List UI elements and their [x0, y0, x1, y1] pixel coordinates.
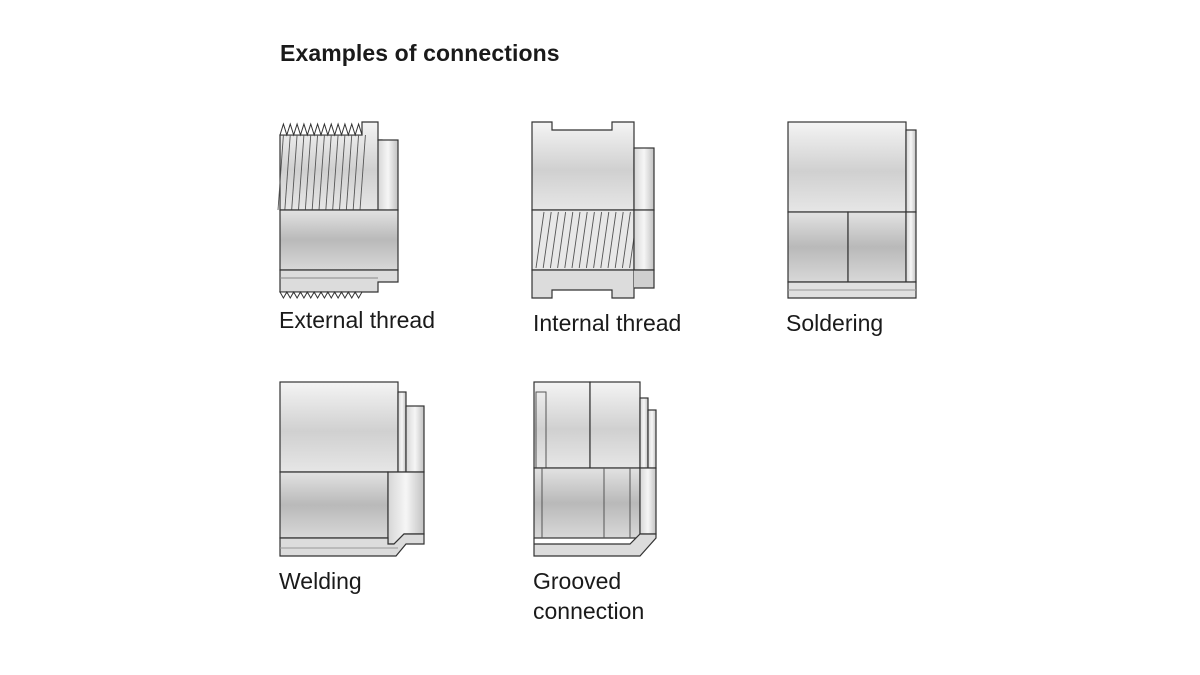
page-title: Examples of connections	[280, 40, 560, 66]
external-thread-figure	[276, 120, 406, 300]
internal-thread-diagram	[531, 121, 655, 299]
soldering-figure	[784, 118, 920, 304]
welding-label: Welding	[279, 568, 362, 594]
grooved-connection-diagram	[533, 381, 657, 557]
welding-figure	[276, 378, 428, 560]
internal-thread-figure	[528, 120, 658, 302]
internal-thread-label: Internal thread	[533, 310, 682, 336]
grooved-connection-label: Grooved connection	[533, 568, 645, 624]
external-thread-diagram	[277, 121, 399, 300]
grooved-connection-figure	[530, 378, 660, 560]
soldering-diagram	[787, 121, 917, 299]
soldering-label: Soldering	[786, 310, 884, 336]
external-thread-label: External thread	[279, 307, 435, 333]
welding-diagram	[279, 381, 425, 557]
